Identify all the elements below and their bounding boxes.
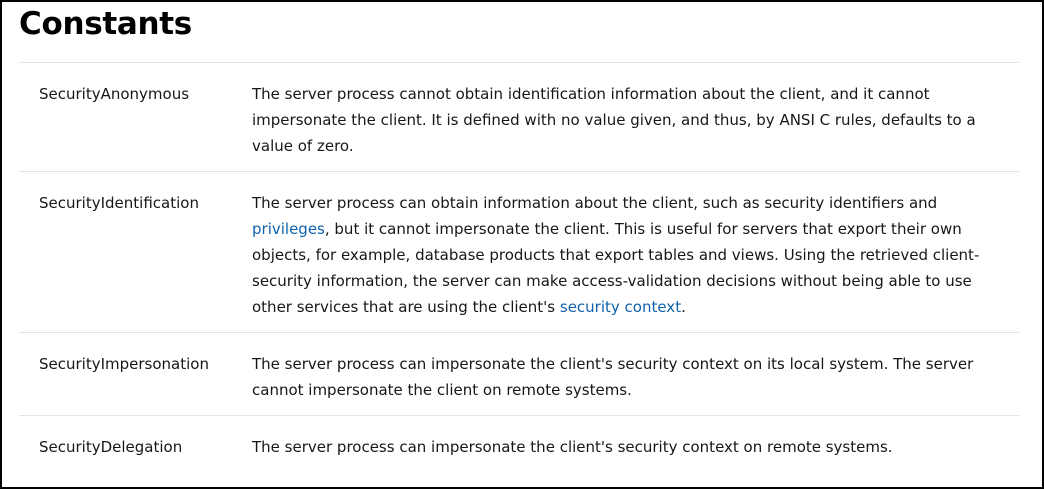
privileges-link[interactable]: privileges bbox=[252, 220, 325, 238]
constant-description: The server process can impersonate the c… bbox=[252, 438, 893, 456]
security-context-link[interactable]: security context bbox=[559, 298, 682, 316]
description-text: The server process can obtain informatio… bbox=[252, 194, 938, 212]
table-row: SecurityImpersonation The server process… bbox=[19, 332, 1019, 416]
constant-description: The server process can impersonate the c… bbox=[252, 355, 974, 399]
table-row: SecurityAnonymous The server process can… bbox=[19, 62, 1019, 172]
constant-name: SecurityAnonymous bbox=[39, 85, 190, 103]
description-text: . bbox=[681, 298, 686, 316]
constant-name: SecurityIdentification bbox=[39, 194, 199, 212]
section-heading: Constants bbox=[19, 6, 192, 42]
constant-name: SecurityImpersonation bbox=[39, 355, 209, 373]
table-row: SecurityIdentification The server proces… bbox=[19, 171, 1019, 333]
description-text: , but it cannot impersonate the client. … bbox=[252, 220, 980, 316]
constant-description: The server process cannot obtain identif… bbox=[252, 85, 976, 155]
constants-table: SecurityAnonymous The server process can… bbox=[19, 62, 1019, 472]
table-row: SecurityDelegation The server process ca… bbox=[19, 415, 1019, 473]
constant-name: SecurityDelegation bbox=[39, 438, 183, 456]
constant-description: The server process can obtain informatio… bbox=[252, 172, 1019, 333]
